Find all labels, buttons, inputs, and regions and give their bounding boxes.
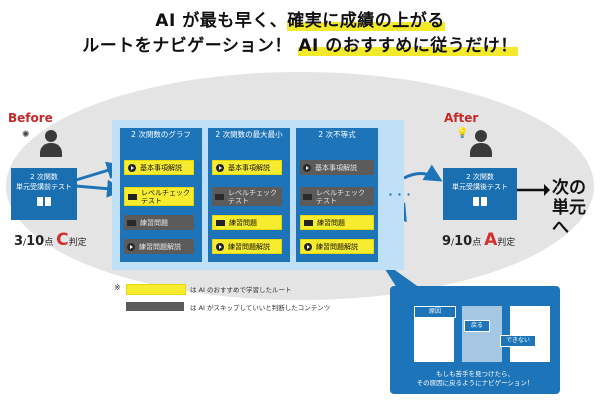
before-score: 3/10点 C判定 [14, 230, 87, 250]
headline-line1-a: AI が最も早く、 [155, 11, 288, 31]
mini-cannot-label: できない [500, 335, 536, 347]
content-item-label: 練習問題 [229, 218, 257, 227]
mini-column-right [510, 306, 550, 362]
headline-line1: AI が最も早く、確実に成績の上がる [0, 6, 600, 31]
legend-gray-swatch [126, 302, 184, 311]
legend-mark: ※ [114, 283, 121, 292]
before-score-num: 3 [14, 234, 24, 249]
book-icon [216, 219, 225, 226]
content-item[interactable]: 練習問題解説 [300, 239, 374, 254]
after-score-unit: 点 [472, 238, 482, 248]
legend-yellow-swatch [126, 284, 186, 295]
content-item-label: 練習問題解説 [228, 242, 270, 251]
play-icon [304, 242, 312, 251]
after-test-line2: 単元受講後テスト [452, 183, 508, 191]
content-item[interactable]: 練習問題解説 [124, 239, 194, 254]
legend-yellow-text: は AI のおすすめで学習したルート [190, 286, 292, 294]
play-icon [303, 163, 311, 172]
content-item-label: レベルチェック テスト [316, 188, 365, 205]
after-test-line1: 2 次関数 [466, 173, 494, 181]
book-icon [303, 193, 312, 200]
before-score-unit: 点 [44, 238, 54, 248]
content-item[interactable]: 基本事項解説 [212, 160, 282, 175]
before-test-line2: 単元受講前テスト [16, 183, 72, 191]
content-item-label: 練習問題解説 [139, 242, 181, 251]
bubble-text: もしも苦手を見つけたら、 その原因に戻るようにナビゲーション！ [392, 370, 558, 388]
content-item-label: 基本事項解説 [140, 163, 182, 172]
legend-gray-text: は AI がスキップしていいと判断したコンテンツ [190, 304, 331, 312]
content-item-label: レベルチェック テスト [141, 188, 190, 205]
next-unit-line1: 次の [552, 178, 586, 198]
content-item[interactable]: レベルチェック テスト [124, 187, 194, 206]
play-icon [128, 163, 136, 172]
person-thinking-icon [38, 130, 64, 160]
before-test-box: 2 次関数 単元受講前テスト [11, 168, 77, 220]
bubble-text-line2: その原因に戻るようにナビゲーション！ [416, 379, 534, 387]
after-score: 9/10点 A判定 [442, 230, 516, 250]
content-item-label: 練習問題 [317, 218, 345, 227]
book-icon [128, 193, 137, 200]
mini-back-label: 戻る [464, 320, 490, 332]
content-item-label: 基本事項解説 [315, 163, 357, 172]
content-item-label: 練習問題解説 [316, 242, 358, 251]
content-item[interactable]: レベルチェック テスト [300, 187, 374, 206]
before-grade: C [56, 230, 69, 250]
before-grade-suffix: 判定 [68, 238, 87, 248]
after-label: After [444, 111, 479, 125]
bubble-text-line1: もしも苦手を見つけたら、 [436, 370, 514, 378]
after-score-den: 10 [454, 234, 473, 249]
play-icon [216, 242, 224, 251]
after-test-box: 2 次関数 単元受講後テスト [443, 168, 517, 220]
book-icon [127, 219, 136, 226]
headline-line2-highlight: AI のおすすめに従うだけ！ [298, 36, 518, 56]
content-item[interactable]: レベルチェック テスト [212, 187, 282, 206]
before-label: Before [8, 111, 53, 125]
content-item[interactable]: 練習問題 [300, 215, 374, 230]
before-score-den: 10 [26, 234, 45, 249]
mini-cause-label: 原因 [414, 306, 456, 318]
book-icon [215, 193, 224, 200]
content-item[interactable]: 基本事項解説 [300, 160, 374, 175]
open-book-icon [473, 197, 487, 206]
after-score-num: 9 [442, 234, 452, 249]
column-title: 2 次関数の最大最小 [215, 130, 283, 139]
headline-line1-highlight: 確実に成績の上がる [287, 11, 445, 31]
play-icon [127, 242, 135, 251]
content-item-label: 練習問題 [140, 218, 168, 227]
lightbulb-icon: 💡 [456, 128, 469, 139]
content-item[interactable]: 練習問題 [124, 215, 194, 230]
content-item[interactable]: 練習問題解説 [212, 239, 282, 254]
before-test-line1: 2 次関数 [30, 173, 58, 181]
ellipsis: ・・・ [386, 191, 414, 201]
book-icon [304, 219, 313, 226]
content-item[interactable]: 練習問題 [212, 215, 282, 230]
mini-column-middle [462, 306, 502, 362]
play-icon [216, 163, 224, 172]
headline-line2-a: ルートをナビゲーション！ [82, 36, 292, 56]
content-item[interactable]: 基本事項解説 [124, 160, 194, 175]
column-title: 2 次不等式 [318, 130, 356, 139]
after-grade-suffix: 判定 [497, 238, 516, 248]
next-unit-line2: 単元へ [552, 198, 586, 238]
after-grade: A [484, 230, 498, 250]
headline-line2: ルートをナビゲーション！ AI のおすすめに従うだけ！ [0, 31, 600, 56]
open-book-icon [37, 197, 51, 206]
column-title: 2 次関数のグラフ [131, 130, 191, 139]
content-item-label: 基本事項解説 [228, 163, 270, 172]
next-unit: 次の 単元へ [552, 178, 600, 238]
thinking-swirl-icon: ✺ [22, 130, 30, 140]
content-item-label: レベルチェック テスト [228, 188, 277, 205]
person-idea-icon [468, 130, 494, 160]
